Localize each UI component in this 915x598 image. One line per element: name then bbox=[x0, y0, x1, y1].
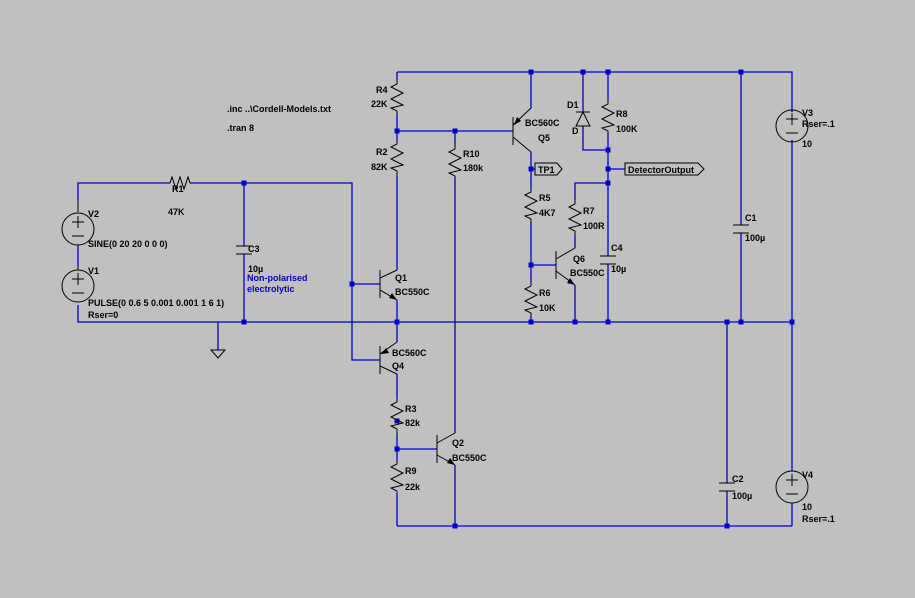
q5-model: BC560C bbox=[525, 118, 560, 128]
r7-value: 100R bbox=[583, 221, 605, 231]
r10-name: R10 bbox=[463, 149, 480, 159]
r8-name: R8 bbox=[616, 109, 628, 119]
c2-name: C2 bbox=[732, 474, 744, 484]
v3-name: V3 bbox=[802, 108, 813, 118]
capacitor-c4[interactable] bbox=[600, 255, 616, 265]
r6-value: 10K bbox=[539, 303, 556, 313]
resistor-r7[interactable] bbox=[567, 200, 583, 235]
resistor-r2[interactable] bbox=[389, 140, 405, 177]
note-line-1: Non-polarised bbox=[247, 273, 308, 283]
capacitor-c2[interactable] bbox=[719, 482, 735, 492]
r5-name: R5 bbox=[539, 193, 551, 203]
net-label-tp1[interactable]: TP1 bbox=[531, 162, 563, 176]
r10-value: 180k bbox=[463, 163, 484, 173]
v2-value: SINE(0 20 20 0 0 0) bbox=[88, 239, 168, 249]
v2-name: V2 bbox=[88, 209, 99, 219]
resistor-r4[interactable] bbox=[389, 80, 405, 114]
r4-value: 22K bbox=[371, 99, 388, 109]
c1-value: 100µ bbox=[745, 233, 765, 243]
v3-value: 10 bbox=[802, 139, 812, 149]
d1-model: D bbox=[572, 126, 579, 136]
q2-model: BC550C bbox=[452, 453, 487, 463]
r3-value: 82k bbox=[405, 418, 421, 428]
voltage-source-v2[interactable] bbox=[61, 200, 95, 246]
v3-extra: Rser=.1 bbox=[802, 119, 835, 129]
v1-value: PULSE(0 0.6 5 0.001 0.001 1 6 1) bbox=[88, 298, 224, 308]
q1-model: BC550C bbox=[395, 287, 430, 297]
q6-model: BC550C bbox=[570, 268, 605, 278]
net-label-detector-output[interactable]: DetectorOutput bbox=[624, 162, 705, 176]
resistor-r8[interactable] bbox=[600, 100, 616, 134]
resistor-r5[interactable] bbox=[523, 188, 539, 222]
q2-name: Q2 bbox=[452, 438, 464, 448]
r3-name: R3 bbox=[405, 404, 417, 414]
v1-extra: Rser=0 bbox=[88, 310, 118, 320]
directive-inc[interactable]: .inc ..\Cordell-Models.txt bbox=[227, 104, 331, 114]
r2-name: R2 bbox=[376, 147, 388, 157]
resistor-r6[interactable] bbox=[523, 282, 539, 316]
q4-name: Q4 bbox=[392, 361, 404, 371]
note-line-2: electrolytic bbox=[247, 284, 295, 294]
v4-value: 10 bbox=[802, 502, 812, 512]
tp1-text: TP1 bbox=[538, 165, 555, 175]
r8-value: 100K bbox=[616, 124, 638, 134]
c4-name: C4 bbox=[611, 243, 623, 253]
resistor-r1[interactable] bbox=[169, 175, 191, 191]
r9-value: 22k bbox=[405, 482, 421, 492]
voltage-source-v1[interactable] bbox=[61, 266, 95, 303]
capacitor-c1[interactable] bbox=[733, 224, 749, 234]
resistor-r9[interactable] bbox=[389, 460, 405, 494]
r2-value: 82K bbox=[371, 162, 388, 172]
c3-value: 10µ bbox=[248, 264, 263, 274]
v1-name: V1 bbox=[88, 266, 99, 276]
v4-name: V4 bbox=[802, 470, 813, 480]
directive-tran[interactable]: .tran 8 bbox=[227, 123, 254, 133]
r1-name: R1 bbox=[172, 184, 184, 194]
voltage-source-v3[interactable] bbox=[775, 109, 809, 143]
transistor-q2[interactable] bbox=[436, 432, 456, 466]
resistor-r3[interactable] bbox=[389, 398, 405, 434]
c3-name: C3 bbox=[248, 244, 260, 254]
v4-extra: Rser=.1 bbox=[802, 514, 835, 524]
detector-output-text: DetectorOutput bbox=[628, 165, 694, 175]
voltage-source-v4[interactable] bbox=[775, 470, 809, 504]
q6-name: Q6 bbox=[573, 254, 585, 264]
r9-name: R9 bbox=[405, 466, 417, 476]
r6-name: R6 bbox=[539, 288, 551, 298]
ground-symbol bbox=[209, 349, 227, 359]
transistor-q6[interactable] bbox=[555, 247, 576, 286]
junction-dots bbox=[241, 69, 795, 529]
d1-name: D1 bbox=[567, 100, 579, 110]
c1-name: C1 bbox=[745, 213, 757, 223]
diode-d1[interactable] bbox=[575, 110, 591, 127]
resistor-r10[interactable] bbox=[447, 145, 463, 178]
r7-name: R7 bbox=[583, 206, 595, 216]
transistor-q4[interactable] bbox=[379, 341, 398, 375]
q4-model: BC560C bbox=[392, 348, 427, 358]
transistor-q1[interactable] bbox=[379, 269, 398, 301]
c2-value: 100µ bbox=[732, 491, 752, 501]
q1-name: Q1 bbox=[395, 273, 407, 283]
r5-value: 4K7 bbox=[539, 208, 556, 218]
q5-name: Q5 bbox=[538, 133, 550, 143]
c4-value: 10µ bbox=[611, 264, 626, 274]
r4-name: R4 bbox=[376, 85, 388, 95]
capacitor-c3[interactable] bbox=[236, 245, 252, 255]
transistor-q5[interactable] bbox=[512, 107, 532, 153]
r1-value: 47K bbox=[168, 207, 185, 217]
